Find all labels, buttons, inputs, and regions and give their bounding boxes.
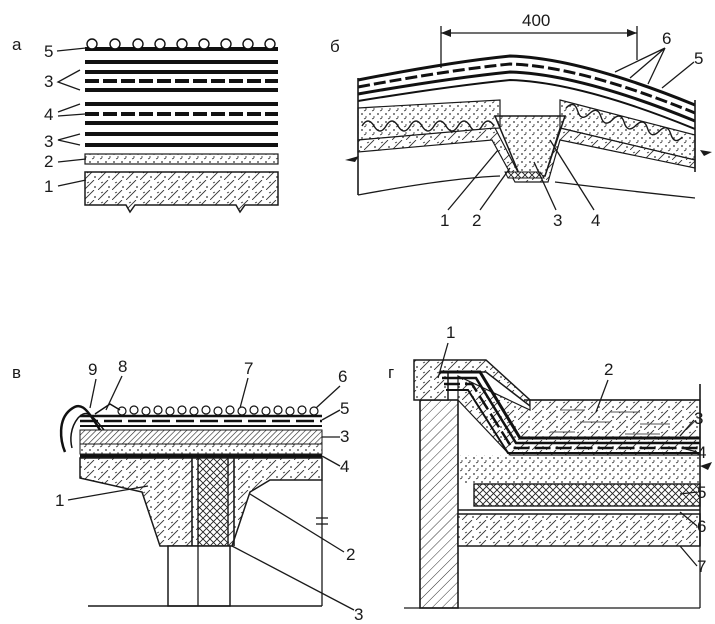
panel-v-label-8: 8 [118, 357, 127, 376]
panel-v-insulation [79, 429, 323, 445]
panel-v-supports [88, 480, 328, 607]
panel-v-label-2: 2 [346, 545, 355, 564]
panel-a-label-4: 4 [44, 105, 53, 124]
panel-b-roof-layers [345, 54, 712, 199]
panel-a-gravel-layer [85, 38, 278, 51]
panel-a-label-3b: 3 [44, 132, 53, 151]
panel-g-water-surface [550, 409, 670, 435]
panel-v-screed [79, 443, 323, 455]
panel-v-gravel [117, 405, 319, 416]
panel-v-label-3b: 3 [354, 605, 363, 624]
panel-v-label-3a: 3 [340, 427, 349, 446]
panel-v-label-4: 4 [340, 457, 349, 476]
panel-v-letter: в [12, 363, 21, 382]
panel-g-label-6: 6 [697, 517, 706, 536]
panel-g-label-2: 2 [604, 360, 613, 379]
panel-g-wall [419, 399, 459, 609]
panel-a-label-5: 5 [44, 42, 53, 61]
panel-g-letter: г [388, 363, 394, 382]
panel-g-insulation [473, 483, 701, 507]
panel-b-label-6: 6 [662, 29, 671, 48]
panel-b-label-4: 4 [591, 211, 600, 230]
panel-g: г 1 2 [388, 323, 712, 609]
panel-g-label-4: 4 [697, 443, 706, 462]
panel-g-membrane [440, 370, 700, 454]
panel-a-label-2: 2 [44, 152, 53, 171]
panel-g-screed [458, 455, 700, 483]
panel-g-slab [457, 513, 701, 547]
panel-b-label-3: 3 [553, 211, 562, 230]
panel-a-label-1: 1 [44, 177, 53, 196]
panel-b-letter: б [330, 37, 340, 56]
panel-v-label-6: 6 [338, 367, 347, 386]
panel-g-label-3: 3 [694, 409, 703, 428]
panel-b-dimension-value: 400 [522, 11, 550, 30]
panel-a-letter: а [12, 35, 22, 54]
panel-g-label-1: 1 [446, 323, 455, 342]
panel-v: в [12, 357, 363, 624]
panel-v-label-5: 5 [340, 399, 349, 418]
panel-v-joint-fill [197, 457, 229, 547]
panel-v-label-9: 9 [88, 360, 97, 379]
panel-v-membrane [80, 414, 322, 427]
panel-v-label-7: 7 [244, 359, 253, 378]
panel-b: б 400 [330, 11, 712, 230]
panel-a-screed [84, 153, 279, 165]
panel-a-label-3a: 3 [44, 72, 53, 91]
panel-a-membrane-layers [85, 60, 278, 147]
panel-b-label-5: 5 [694, 49, 703, 68]
panel-b-label-1: 1 [440, 211, 449, 230]
panel-b-label-2: 2 [472, 211, 481, 230]
panel-v-label-1: 1 [55, 491, 64, 510]
panel-g-label-5: 5 [697, 483, 706, 502]
panel-g-label-7: 7 [697, 557, 706, 576]
panel-a: а 5 [12, 35, 279, 214]
panel-b-dimension: 400 [440, 11, 638, 68]
panel-a-slab [84, 171, 279, 214]
